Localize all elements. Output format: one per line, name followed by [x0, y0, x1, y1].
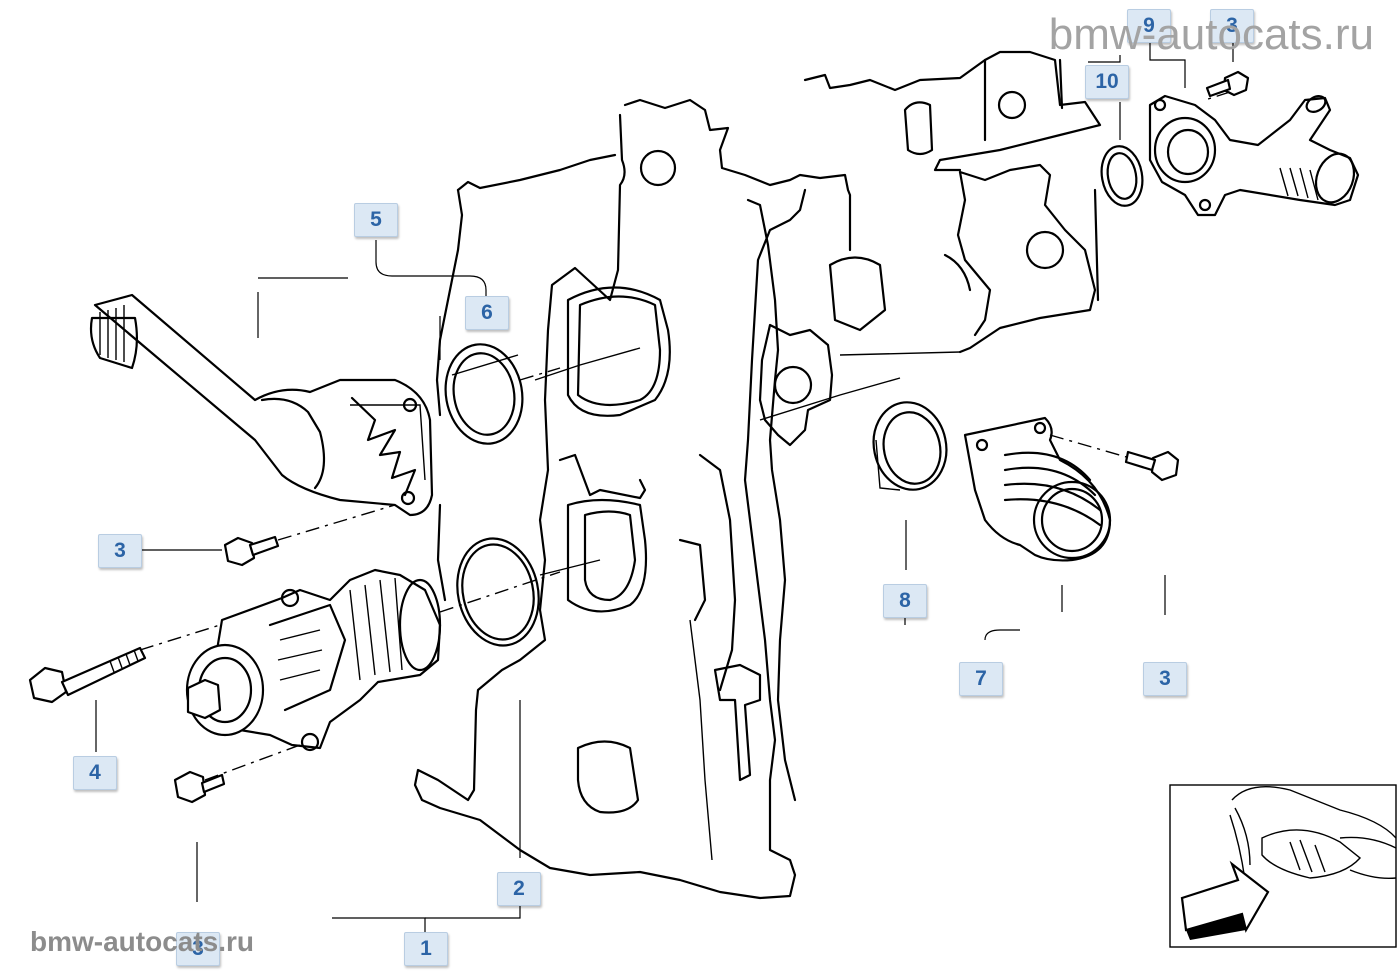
callout-9[interactable]: 9 — [1127, 9, 1171, 43]
watermark-bottom: bmw-autocats.ru — [30, 926, 255, 957]
long-bolt-4-drawing — [28, 646, 147, 704]
callout-7[interactable]: 7 — [959, 662, 1003, 696]
callout-2[interactable]: 2 — [497, 872, 541, 906]
leader-lines — [95, 42, 1234, 932]
bolt-3-left-drawing — [223, 535, 280, 567]
assembly-axes — [139, 91, 1231, 781]
bolt-3-right-drawing — [1124, 450, 1180, 482]
watermark-top: bmw-autocats.ru — [1048, 10, 1374, 59]
callout-6[interactable]: 6 — [465, 296, 509, 330]
o-ring-drawing — [456, 537, 540, 647]
timing-cover-drawing — [413, 98, 901, 900]
coolant-pipe-drawing — [89, 293, 434, 517]
car-front-thumbnail-icon — [1169, 784, 1397, 948]
bolt-lower-drawing — [173, 770, 226, 804]
sealing-ring-10-drawing — [1100, 145, 1144, 207]
cylinder-head-drawing — [803, 50, 1102, 356]
coolant-flange-7-drawing — [963, 416, 1112, 562]
callout-8[interactable]: 8 — [883, 584, 927, 618]
sealing-ring-8-drawing — [872, 401, 948, 491]
bolt-3-top-drawing — [1205, 70, 1250, 98]
callout-10[interactable]: 10 — [1085, 65, 1129, 99]
sealing-ring-6-drawing — [444, 343, 524, 445]
callout-3-bottom[interactable]: 3 — [176, 932, 220, 966]
callout-3-top[interactable]: 3 — [1210, 9, 1254, 43]
callout-4[interactable]: 4 — [73, 756, 117, 790]
coolant-pipe-9-drawing — [1148, 94, 1360, 217]
water-pump-drawing — [185, 568, 442, 752]
callout-5[interactable]: 5 — [354, 203, 398, 237]
callout-3-left[interactable]: 3 — [98, 534, 142, 568]
callout-3-right[interactable]: 3 — [1143, 662, 1187, 696]
callout-1[interactable]: 1 — [404, 932, 448, 966]
